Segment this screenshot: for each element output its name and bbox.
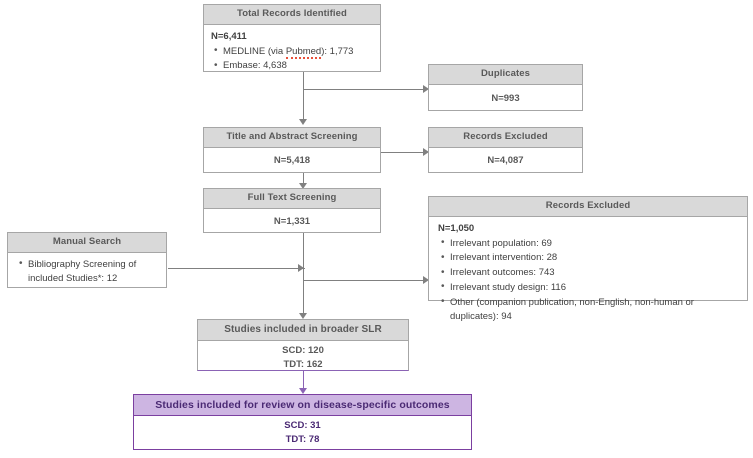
records-excluded-full-text-list: Irrelevant population: 69 Irrelevant int… [438, 236, 740, 324]
list-item-bibliography-screening: Bibliography Screening of included Studi… [19, 257, 159, 286]
node-total-records: Total Records Identified N=6,411 MEDLINE… [203, 4, 381, 73]
connector-slr-to-disease [303, 371, 304, 392]
node-broader-slr-header: Studies included in broader SLR [198, 320, 408, 341]
node-title-abstract-screening: Title and Abstract Screening N=5,418 [203, 127, 381, 173]
broader-slr-tdt: TDT: 162 [283, 358, 323, 370]
node-manual-search: Manual Search Bibliography Screening of … [7, 232, 167, 288]
node-manual-search-body: Bibliography Screening of included Studi… [8, 253, 166, 292]
records-excluded-full-text-n: N=1,050 [438, 222, 475, 234]
node-records-excluded-title-abstract-header: Records Excluded [429, 128, 582, 148]
arrowhead-fts [298, 183, 307, 189]
list-item-irrelevant-outcomes: Irrelevant outcomes: 743 [441, 266, 740, 280]
node-manual-search-header: Manual Search [8, 233, 166, 253]
arrowhead-total-to-title [298, 119, 307, 125]
node-total-records-body: N=6,411 MEDLINE (via Pubmed): 1,773 Emba… [204, 25, 380, 79]
node-duplicates-header: Duplicates [429, 65, 582, 85]
broader-slr-scd: SCD: 120 [282, 344, 324, 356]
list-item-irrelevant-intervention: Irrelevant intervention: 28 [441, 251, 740, 265]
node-records-excluded-title-abstract: Records Excluded N=4,087 [428, 127, 583, 173]
list-item-medline: MEDLINE (via Pubmed): 1,773 [214, 44, 373, 59]
node-full-text-screening-header: Full Text Screening [204, 189, 380, 209]
medline-post: ): 1,773 [321, 45, 354, 57]
node-total-records-header: Total Records Identified [204, 5, 380, 25]
connector-fts-to-slr [303, 232, 304, 317]
node-records-excluded-full-text: Records Excluded N=1,050 Irrelevant popu… [428, 196, 748, 322]
disease-specific-scd: SCD: 31 [284, 420, 321, 432]
connector-total-to-duplicates [303, 89, 425, 90]
connector-total-to-title [303, 71, 304, 123]
list-item-irrelevant-study-design: Irrelevant study design: 116 [441, 280, 740, 294]
arrowhead-excluded-fts [423, 275, 429, 284]
total-records-list: MEDLINE (via Pubmed): 1,773 Embase: 4,63… [211, 44, 373, 73]
node-broader-slr-body: SCD: 120 TDT: 162 [198, 341, 408, 378]
connector-manual-to-trunk [168, 268, 305, 269]
medline-source-flagged: Pubmed [285, 45, 322, 59]
node-records-excluded-full-text-header: Records Excluded [429, 197, 747, 217]
node-records-excluded-title-abstract-value: N=4,087 [487, 154, 524, 166]
node-duplicates-value: N=993 [491, 92, 520, 104]
connector-tas-to-fts [303, 173, 304, 186]
list-item-other-exclusions: Other (companion publication, non-Englis… [441, 295, 740, 324]
node-disease-specific-outcomes-body: SCD: 31 TDT: 78 [134, 416, 471, 453]
arrowhead-duplicates [423, 84, 429, 93]
arrowhead-manual [298, 263, 304, 272]
connector-fts-to-excluded [303, 280, 425, 281]
list-item-irrelevant-population: Irrelevant population: 69 [441, 236, 740, 250]
node-title-abstract-screening-header: Title and Abstract Screening [204, 128, 380, 148]
medline-pre: MEDLINE (via [223, 45, 286, 57]
total-records-n: N=6,411 [211, 30, 247, 42]
node-records-excluded-full-text-body: N=1,050 Irrelevant population: 69 Irrele… [429, 217, 747, 329]
node-duplicates: Duplicates N=993 [428, 64, 583, 111]
node-disease-specific-outcomes-header: Studies included for review on disease-s… [134, 395, 471, 417]
arrowhead-disease-specific [298, 388, 307, 394]
manual-search-list: Bibliography Screening of included Studi… [16, 257, 159, 286]
connector-tas-to-excluded [378, 152, 425, 153]
arrowhead-slr [298, 313, 307, 319]
disease-specific-tdt: TDT: 78 [285, 434, 320, 446]
node-title-abstract-screening-value: N=5,418 [273, 154, 311, 166]
arrowhead-excluded-tas [423, 147, 429, 156]
node-full-text-screening: Full Text Screening N=1,331 [203, 188, 381, 233]
node-disease-specific-outcomes: Studies included for review on disease-s… [133, 394, 472, 450]
node-broader-slr: Studies included in broader SLR SCD: 120… [197, 319, 409, 371]
node-full-text-screening-value: N=1,331 [273, 215, 311, 227]
list-item-embase: Embase: 4,638 [214, 59, 373, 73]
